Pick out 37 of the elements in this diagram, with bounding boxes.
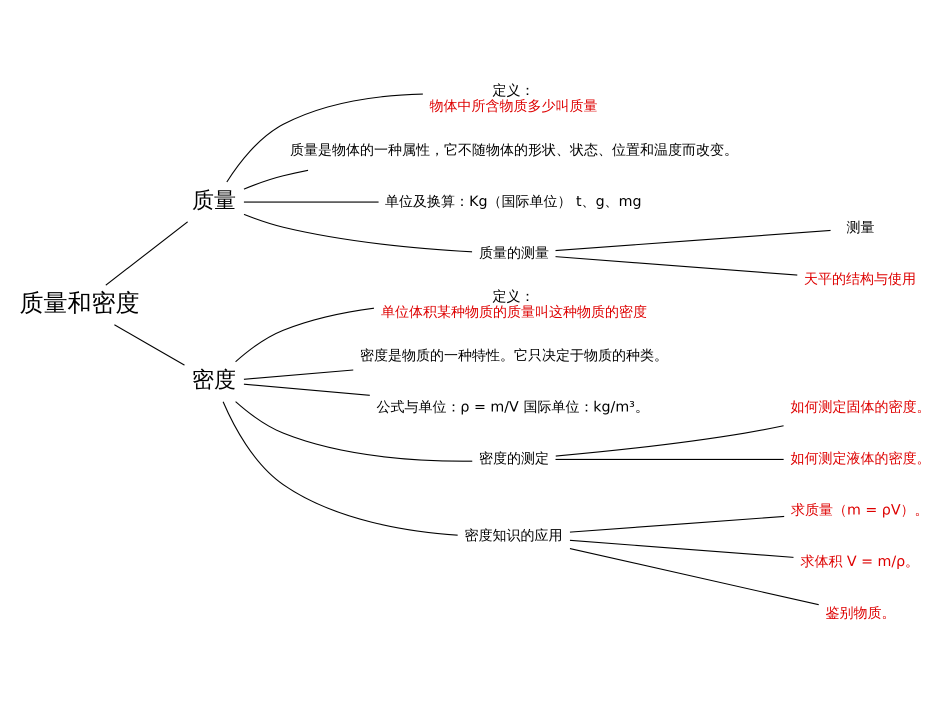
- connector: [570, 516, 784, 533]
- connector: [235, 401, 472, 462]
- node-text: 质量和密度: [19, 289, 140, 318]
- node-text: 测量: [846, 220, 874, 236]
- node-text: 定义： 单位体积某种物质的质量叫这种物质的密度: [380, 289, 647, 320]
- connector: [235, 308, 374, 362]
- connector: [244, 214, 472, 252]
- node-text: 密度: [192, 368, 236, 394]
- node-text: 天平的结构与使用: [804, 272, 916, 288]
- connector: [244, 202, 379, 203]
- connector: [244, 170, 308, 190]
- connector: [555, 256, 798, 276]
- connector: [570, 540, 794, 558]
- node-text: 鉴别物质。: [826, 606, 896, 622]
- connector: [556, 458, 784, 460]
- connector: [244, 369, 354, 380]
- connector: [226, 93, 423, 182]
- node-text: 密度知识的应用: [464, 528, 563, 544]
- node-text: 质量的测量: [478, 245, 549, 262]
- node-text: 如何测定液体的密度。: [790, 451, 930, 468]
- node-text: 单位及换算：Kg（国际单位） t、g、mg: [385, 194, 642, 210]
- node-text: 定义： 物体中所含物质多少叫质量: [430, 83, 598, 114]
- node-text: 求体积 V = m/ρ。: [800, 554, 920, 570]
- connector: [244, 384, 370, 396]
- connector: [556, 425, 784, 457]
- connector: [114, 324, 185, 366]
- node-text: 质量是物体的一种属性，它不随物体的形状、状态、位置和温度而改变。: [290, 142, 738, 158]
- node-text: 求质量（m = ρV）。: [791, 502, 929, 519]
- node-text: 如何测定固体的密度。: [790, 400, 930, 416]
- node-text: 密度是物质的一种特性。它只决定于物质的种类。: [360, 348, 668, 364]
- connector: [222, 402, 458, 536]
- node-text: 公式与单位：ρ = m/V 国际单位：kg/m³。: [376, 400, 649, 416]
- connector: [555, 230, 831, 252]
- connector: [570, 548, 819, 606]
- node-text: 质量: [192, 188, 236, 214]
- connector: [105, 221, 188, 286]
- node-text: 密度的测定: [478, 451, 549, 468]
